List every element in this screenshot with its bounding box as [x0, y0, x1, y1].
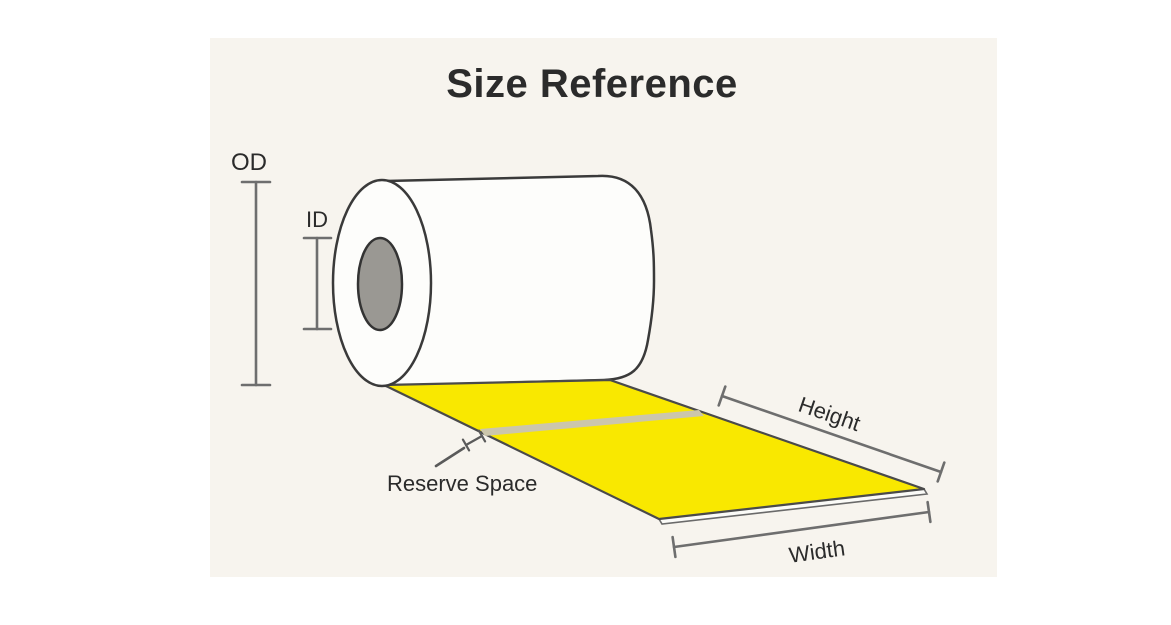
reserve-space-pointer-line: [434, 446, 466, 468]
height-dimension-cap-left: [717, 385, 727, 407]
reserve-space-band: [480, 410, 704, 436]
page-title: Size Reference: [446, 62, 738, 106]
width-dimension-line: [672, 510, 931, 549]
roll-core: [356, 236, 404, 332]
id-dimension: [302, 236, 333, 331]
id-label: ID: [306, 207, 328, 232]
width-dimension: [671, 500, 932, 559]
height-dimension: [717, 385, 946, 483]
roll-body: [384, 174, 656, 388]
height-dimension-line: [720, 394, 943, 474]
od-label: OD: [231, 149, 267, 176]
reserve-space-marker: [434, 429, 487, 468]
width-dimension-cap-right: [926, 500, 932, 524]
reserve-space-marker-bar: [464, 434, 484, 447]
od-dimension: [240, 180, 272, 387]
reserve-space-marker-cap-left: [461, 438, 471, 452]
label-strip: [382, 378, 926, 521]
reserve-space-label: Reserve Space: [387, 471, 537, 496]
width-dimension-cap-left: [671, 535, 677, 559]
height-dimension-cap-right: [936, 461, 946, 483]
reserve-space-marker-cap-right: [477, 429, 487, 443]
